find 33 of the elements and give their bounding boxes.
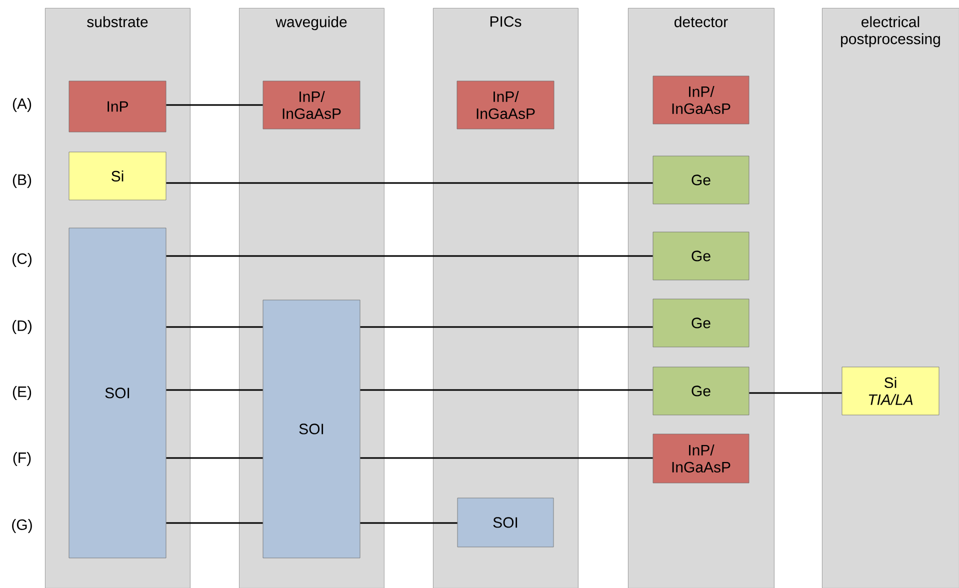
material-box: InP/ InGaAsP — [456, 80, 554, 130]
material-box: InP/ InGaAsP — [652, 434, 750, 484]
connector-line — [166, 326, 263, 328]
material-box: InP/ InGaAsP — [652, 76, 750, 124]
row-label: (F) — [13, 452, 31, 466]
material-box: SOI — [457, 498, 554, 548]
material-box: InP/ InGaAsP — [262, 80, 360, 130]
material-box: InP — [68, 80, 166, 132]
material-box: SOI — [68, 228, 166, 558]
row-label: (B) — [12, 174, 32, 188]
row-label: (G) — [12, 519, 32, 533]
row-label: (D) — [12, 320, 32, 334]
material-box: Si — [68, 152, 166, 200]
row-label: (C) — [12, 253, 32, 267]
row-label: (E) — [12, 386, 32, 400]
connector-line — [166, 255, 653, 257]
connector-line — [166, 104, 263, 106]
material-box: Ge — [652, 232, 750, 280]
connector-line — [166, 522, 263, 524]
connector-line — [166, 182, 653, 184]
material-box: Ge — [652, 298, 750, 348]
material-box: SOI — [262, 300, 360, 558]
connector-line — [360, 389, 653, 391]
material-box: Ge — [652, 366, 750, 416]
connector-line — [749, 392, 842, 394]
connector-line — [360, 522, 458, 524]
material-box: Si TIA/LA — [842, 366, 940, 416]
row-label: (A) — [12, 98, 32, 112]
connector-line — [166, 457, 263, 459]
connector-line — [360, 326, 653, 328]
connector-line — [360, 457, 653, 459]
material-box: Ge — [652, 156, 750, 204]
connector-line — [166, 389, 263, 391]
